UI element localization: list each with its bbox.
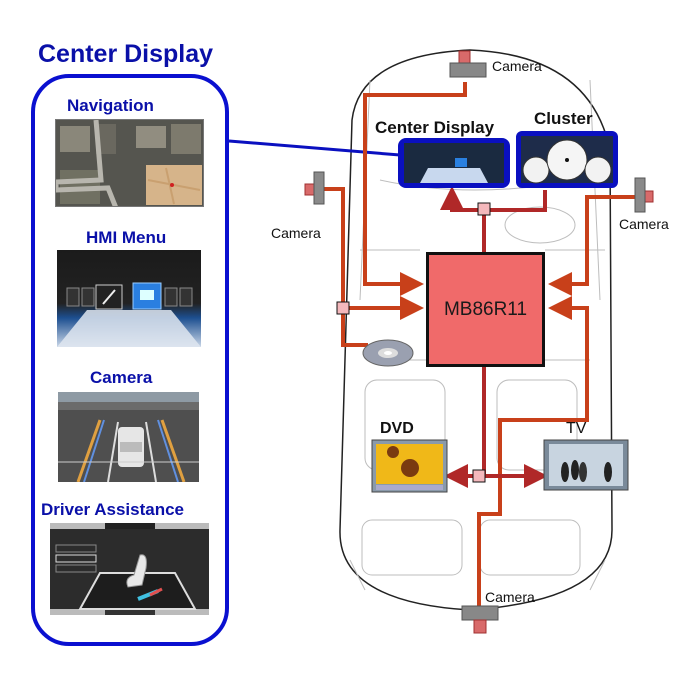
driver-assistance-label: Driver Assistance (41, 500, 185, 519)
wire-left-camera (323, 187, 424, 320)
camera-right-label: Camera (619, 216, 669, 232)
camera-label: Camera (90, 368, 153, 387)
wire-right-camera (548, 195, 637, 296)
wire-to-center-display (440, 186, 484, 212)
camera-rear-label: Camera (485, 589, 535, 605)
dvd-label: DVD (380, 420, 414, 437)
camera-front-label: Camera (492, 58, 542, 74)
center-display-title: Center Display (38, 40, 214, 68)
panel-connector-line (228, 139, 401, 157)
hmi-menu-thumbnail (57, 250, 201, 347)
tv-label: TV (566, 420, 587, 437)
camera-right-icon (634, 177, 654, 213)
dvd-screen (371, 439, 448, 493)
disc-icon (362, 339, 414, 367)
navigation-map-image (56, 120, 203, 206)
wire-to-cluster (484, 190, 547, 212)
junction-left (336, 301, 350, 315)
cluster-label: Cluster (534, 109, 593, 128)
center-display-diagram-label: Center Display (375, 118, 495, 137)
camera-front-icon (449, 50, 487, 78)
junction-bottom (472, 469, 486, 483)
junction-top (477, 202, 491, 216)
hmi-menu-image (57, 250, 201, 347)
navigation-label: Navigation (67, 96, 154, 115)
seat-adjustment-image (50, 523, 209, 615)
driver-assistance-thumbnail (50, 523, 209, 615)
camera-rear-icon (461, 605, 499, 634)
camera-thumbnail (58, 392, 199, 482)
camera-left-icon (304, 171, 325, 205)
processor-label: MB86R11 (443, 298, 528, 320)
center-display-panel (31, 74, 229, 646)
wire-disc (341, 308, 368, 347)
tv-screen (543, 439, 629, 491)
camera-view-image (58, 392, 199, 482)
navigation-thumbnail (55, 119, 204, 207)
mb86r11-processor: MB86R11 (426, 252, 545, 367)
center-display-screen (398, 138, 510, 188)
cluster-screen (516, 131, 618, 188)
hmi-menu-label: HMI Menu (86, 228, 167, 247)
camera-left-label: Camera (271, 225, 321, 241)
